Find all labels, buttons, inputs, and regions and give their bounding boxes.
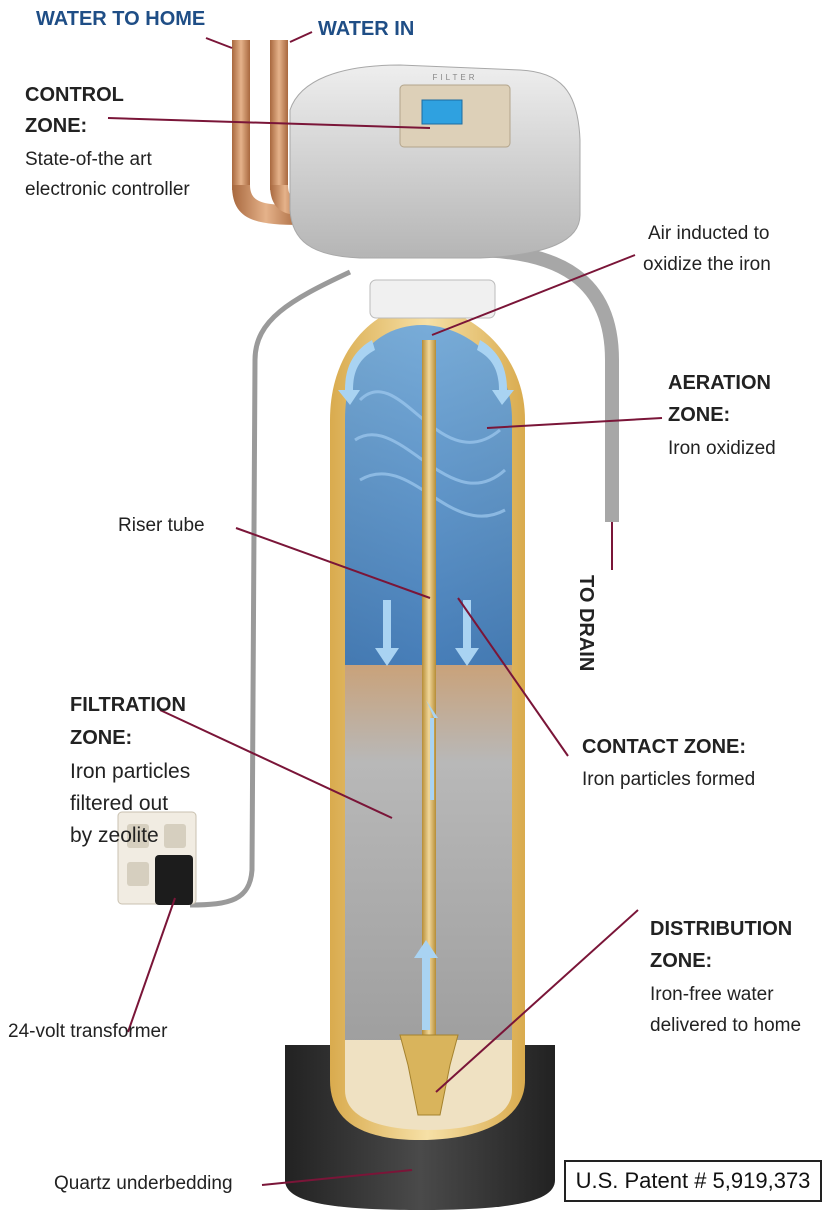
- label-filtration-desc-3: by zeolite: [70, 822, 159, 849]
- label-distribution-desc-1: Iron-free water: [650, 981, 774, 1008]
- head-collar: [370, 280, 495, 318]
- label-control-zone-title: CONTROL: [25, 82, 124, 109]
- label-contact-desc: Iron particles formed: [582, 766, 755, 793]
- label-control-zone-desc-1: State-of-the art: [25, 146, 152, 173]
- patent-box: U.S. Patent # 5,919,373: [564, 1160, 822, 1202]
- label-distribution-desc-2: delivered to home: [650, 1012, 801, 1039]
- label-distribution-title: DISTRIBUTION: [650, 916, 792, 943]
- label-control-zone-desc-2: electronic controller: [25, 176, 190, 203]
- label-distribution-title-2: ZONE:: [650, 948, 712, 975]
- label-water-to-home: WATER TO HOME: [36, 8, 205, 31]
- label-riser-tube: Riser tube: [118, 512, 205, 539]
- lcd-display: [422, 100, 462, 124]
- label-filtration-desc-2: filtered out: [70, 790, 168, 817]
- label-quartz: Quartz underbedding: [54, 1170, 233, 1197]
- label-aeration-title-2: ZONE:: [668, 402, 730, 429]
- label-filtration-title-2: ZONE:: [70, 725, 132, 752]
- label-air-inducted-1: Air inducted to: [648, 220, 769, 247]
- transformer-box: [155, 855, 193, 905]
- label-to-drain: TO DRAIN: [574, 575, 597, 671]
- label-transformer: 24-volt transformer: [8, 1018, 167, 1045]
- label-aeration-desc: Iron oxidized: [668, 435, 776, 462]
- outlet-socket: [164, 824, 186, 848]
- label-filtration-desc-1: Iron particles: [70, 758, 190, 785]
- label-air-inducted-2: oxidize the iron: [643, 251, 771, 278]
- label-aeration-title: AERATION: [668, 370, 771, 397]
- label-filtration-title: FILTRATION: [70, 692, 186, 719]
- label-contact-title: CONTACT ZONE:: [582, 734, 746, 761]
- label-control-zone-title-2: ZONE:: [25, 113, 87, 140]
- transformer-cable: [190, 272, 350, 905]
- controller-brand-text: FILTER: [433, 73, 478, 82]
- label-water-in: WATER IN: [318, 18, 414, 41]
- outlet-socket: [127, 862, 149, 886]
